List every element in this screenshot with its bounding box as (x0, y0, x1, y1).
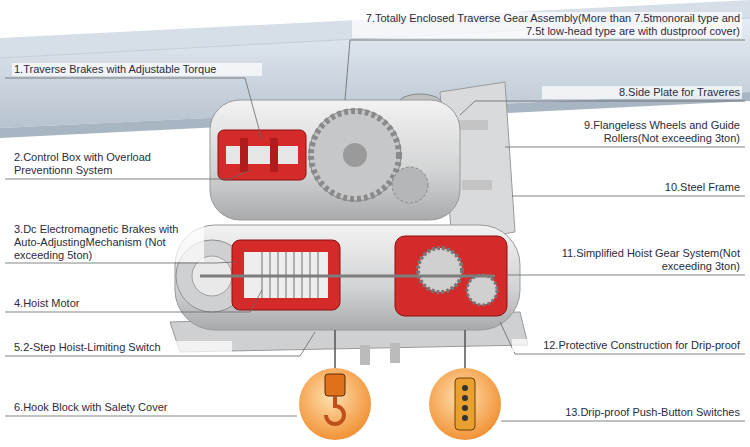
callout-label: 4.Hoist Motor (12, 297, 172, 310)
push-button-pendant (429, 368, 501, 440)
side-plate (462, 180, 492, 190)
callout-label: 1.Traverse Brakes with Adjustable Torque (12, 63, 262, 76)
leader-lines (5, 40, 745, 421)
callout-label: 9.Flangeless Wheels and Guide Rollers(No… (542, 119, 742, 145)
hook-block (299, 368, 371, 440)
hoist-body (175, 225, 520, 330)
traverse-gear-assembly (210, 100, 460, 220)
hook-block (326, 396, 344, 424)
callout-label: 2.Control Box with Overload Preventionn … (12, 151, 182, 177)
side-plate (458, 120, 488, 130)
callout-label: 12.Protective Construction for Drip-proo… (512, 339, 742, 352)
callout-label: 6.Hook Block with Salety Cover (12, 401, 252, 414)
hook-block (299, 330, 371, 440)
hoist-body (175, 225, 520, 330)
traverse-gear-assembly (210, 100, 460, 220)
traverse-brake-cutaway (240, 138, 248, 172)
push-button-pendant (462, 405, 468, 411)
leader-lines (512, 196, 745, 197)
traverse-brake-cutaway (218, 130, 306, 180)
callout-label: 7.Totally Enclosed Traverse Gear Assembl… (352, 12, 742, 38)
traverse-brake-cutaway (218, 130, 306, 180)
leader-lines (507, 275, 745, 276)
callout-label: 10.Steel Frame (592, 181, 742, 194)
hook-block (334, 330, 336, 368)
callout-label: 5.2-Step Hoist-Limiting Switch (12, 341, 232, 354)
shaft (200, 275, 495, 278)
leader-lines (460, 101, 745, 115)
leader-lines (500, 322, 745, 354)
push-button-pendant (462, 385, 468, 391)
leader-lines (345, 40, 745, 100)
push-button-pendant (429, 330, 501, 440)
hoist-gear-cutaway (467, 275, 497, 305)
leader-lines (501, 421, 745, 422)
push-button-pendant (455, 378, 475, 430)
callout-label: 13.Drip-proof Push-Button Switches (532, 406, 742, 419)
push-button-pendant (462, 415, 468, 421)
traverse-gear-assembly (311, 111, 399, 199)
callout-label: 3.Dc Electromagnetic Brakes with Auto-Ad… (12, 223, 204, 262)
traverse-brake-cutaway (270, 138, 278, 172)
hook-block (325, 374, 345, 396)
leader-lines (5, 78, 262, 140)
leader-lines (5, 290, 262, 312)
hoist-gear-cutaway (418, 248, 462, 292)
push-button-pendant (464, 330, 466, 368)
leader-lines (5, 262, 236, 263)
traverse-brake-cutaway (226, 146, 298, 164)
steel-frame (390, 343, 400, 363)
traverse-gear-assembly (309, 109, 401, 201)
callout-label: 11.Simplified Hoist Gear System(Not exce… (552, 247, 742, 273)
leader-lines (505, 147, 745, 148)
traverse-gear-assembly (392, 167, 428, 203)
steel-frame (360, 345, 370, 365)
push-button-pendant (462, 395, 468, 401)
traverse-gear-assembly (343, 143, 367, 167)
callout-label: 8.Side Plate for Traveres (542, 86, 742, 99)
leader-lines (5, 416, 297, 417)
leader-lines (5, 332, 315, 356)
